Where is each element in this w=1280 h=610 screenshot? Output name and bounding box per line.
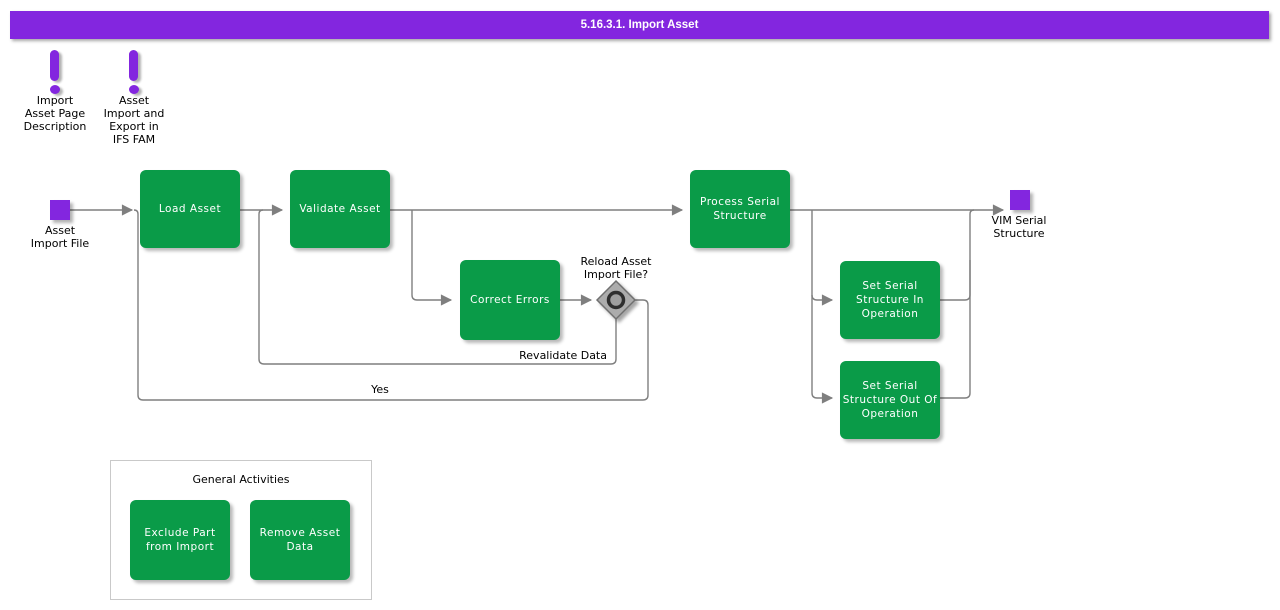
exclamation-dot-icon xyxy=(49,85,60,94)
edge-label-revalidate-data: Revalidate Data xyxy=(519,349,607,362)
note-exclamation-icon-asset-import-export[interactable] xyxy=(128,50,141,94)
activity-correct-errors-label: Correct Errors xyxy=(470,293,550,306)
activity-validate-asset[interactable]: Validate Asset xyxy=(290,170,390,248)
diagram-title: 5.16.3.1. Import Asset xyxy=(580,19,699,31)
connector-branch-to-set-in xyxy=(811,294,834,306)
activity-exclude-part-label: Exclude Part from Import xyxy=(144,526,216,553)
diagram-title-bar: 5.16.3.1. Import Asset xyxy=(10,11,1269,39)
vim-serial-structure-label: VIM Serial Structure xyxy=(991,214,1047,240)
decision-diamond-circle xyxy=(606,290,626,310)
activity-process-serial-structure-label: Process Serial Structure xyxy=(700,195,780,222)
activity-process-serial-structure[interactable]: Process Serial Structure xyxy=(690,170,790,248)
asset-import-file-label: Asset Import File xyxy=(30,224,90,250)
note-exclamation-icon-import-asset-page[interactable] xyxy=(49,50,62,94)
exclamation-bar-icon xyxy=(50,50,59,81)
general-activities-title: General Activities xyxy=(192,473,290,486)
activity-set-serial-out-label: Set Serial Structure Out Of Operation xyxy=(842,379,938,421)
note-label-asset-import-export: Asset Import and Export in IFS FAM xyxy=(103,94,165,146)
connector-set-in-return xyxy=(940,260,971,301)
activity-load-asset[interactable]: Load Asset xyxy=(140,170,240,248)
activity-remove-asset-label: Remove Asset Data xyxy=(259,526,341,553)
edge-label-yes: Yes xyxy=(371,383,389,396)
exclamation-bar-icon xyxy=(129,50,138,81)
asset-import-file-artifact[interactable] xyxy=(50,200,70,220)
decision-label: Reload Asset Import File? xyxy=(580,255,652,281)
connector-branch-to-correct-errors xyxy=(411,210,453,306)
vim-serial-structure-artifact[interactable] xyxy=(1010,190,1030,210)
activity-set-serial-structure-in-operation[interactable]: Set Serial Structure In Operation xyxy=(840,261,940,339)
activity-exclude-part-from-import[interactable]: Exclude Part from Import xyxy=(130,500,230,580)
activity-remove-asset-data[interactable]: Remove Asset Data xyxy=(250,500,350,580)
exclamation-dot-icon xyxy=(128,85,139,94)
activity-set-serial-in-label: Set Serial Structure In Operation xyxy=(856,279,924,321)
connector-branch-down xyxy=(811,210,834,404)
activity-correct-errors[interactable]: Correct Errors xyxy=(460,260,560,340)
note-label-import-asset-page: Import Asset Page Description xyxy=(23,94,87,133)
activity-validate-asset-label: Validate Asset xyxy=(299,202,381,215)
activity-set-serial-structure-out-of-operation[interactable]: Set Serial Structure Out Of Operation xyxy=(840,361,940,439)
connector-set-out-return xyxy=(940,209,975,399)
activity-load-asset-label: Load Asset xyxy=(158,202,222,215)
decision-diamond[interactable] xyxy=(595,279,637,321)
